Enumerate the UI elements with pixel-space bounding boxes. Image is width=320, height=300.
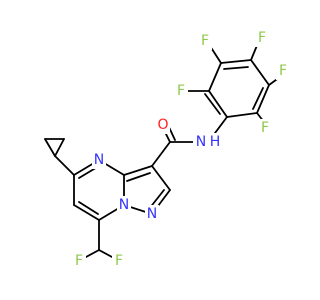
fluorine-ortho2-label: F [261, 120, 269, 136]
oxygen-atom-label: O [157, 117, 168, 133]
bond-c3-c2 [151, 165, 171, 191]
label-bg-o [156, 116, 170, 134]
label-bg-n4 [92, 151, 106, 169]
bond-ar-3-double [223, 66, 249, 70]
bond-c3a-c3-double [126, 172, 151, 182]
fluorine-chf2-a-label: F [75, 253, 83, 269]
label-bg-nh [193, 133, 223, 151]
bond-set [44, 42, 281, 258]
bond-c7-c6-double [78, 201, 99, 215]
fluorine-chf2-b-label: F [115, 253, 123, 269]
bond-c3a-c3 [123, 165, 153, 176]
label-bg-f2 [198, 32, 212, 50]
ring-nitrogen-label: N [94, 152, 104, 168]
bond-chf2-f-b [98, 249, 113, 258]
bond-c7-c6 [73, 204, 100, 221]
bond-ar-5 [256, 84, 270, 114]
bond-ar-6 [226, 112, 258, 118]
bond-cyclopropyl-c [54, 138, 65, 157]
label-bg-f6 [72, 252, 86, 270]
amide-nitrogen-label: N [196, 134, 206, 150]
bond-cyclopropyl-link [54, 155, 75, 176]
fluorine-meta1-label: F [201, 33, 209, 49]
bond-n-aryl [214, 116, 228, 134]
label-bg-n7a [117, 196, 131, 214]
amide-hydrogen-label: H [210, 134, 221, 150]
bond-ar-3 [220, 59, 252, 64]
bond-ar-1-double [204, 93, 221, 115]
atom-labels: O N H N N N F F F F F F F [72, 29, 290, 270]
label-bg-n1 [145, 205, 159, 223]
molecule-structure: O N H N N N F F F F F F F [44, 29, 290, 270]
pyrazole-nitrogen-label: N [147, 206, 157, 222]
fluorine-ortho1-label: F [177, 83, 185, 99]
label-bg-f7 [112, 252, 126, 270]
bond-ar-5-double [252, 87, 264, 110]
molecule-canvas: O N H N N N F F F F F F F [44, 29, 290, 270]
bond-ar-2 [208, 62, 222, 92]
label-bg-f4 [276, 62, 290, 80]
bond-cyclopropyl-b [44, 138, 56, 157]
fluorine-meta2-label: F [279, 63, 287, 79]
bond-c3-carbonyl [151, 141, 171, 167]
bond-ar-1 [208, 90, 228, 118]
label-bg-f1 [174, 82, 188, 100]
fluorine-para-label: F [258, 30, 266, 46]
fused-nitrogen-label: N [119, 197, 129, 213]
label-bg-f3 [255, 29, 269, 47]
bond-ar-4 [250, 59, 270, 86]
bond-chf2-f-a [85, 249, 100, 258]
label-bg-f5 [258, 119, 272, 137]
